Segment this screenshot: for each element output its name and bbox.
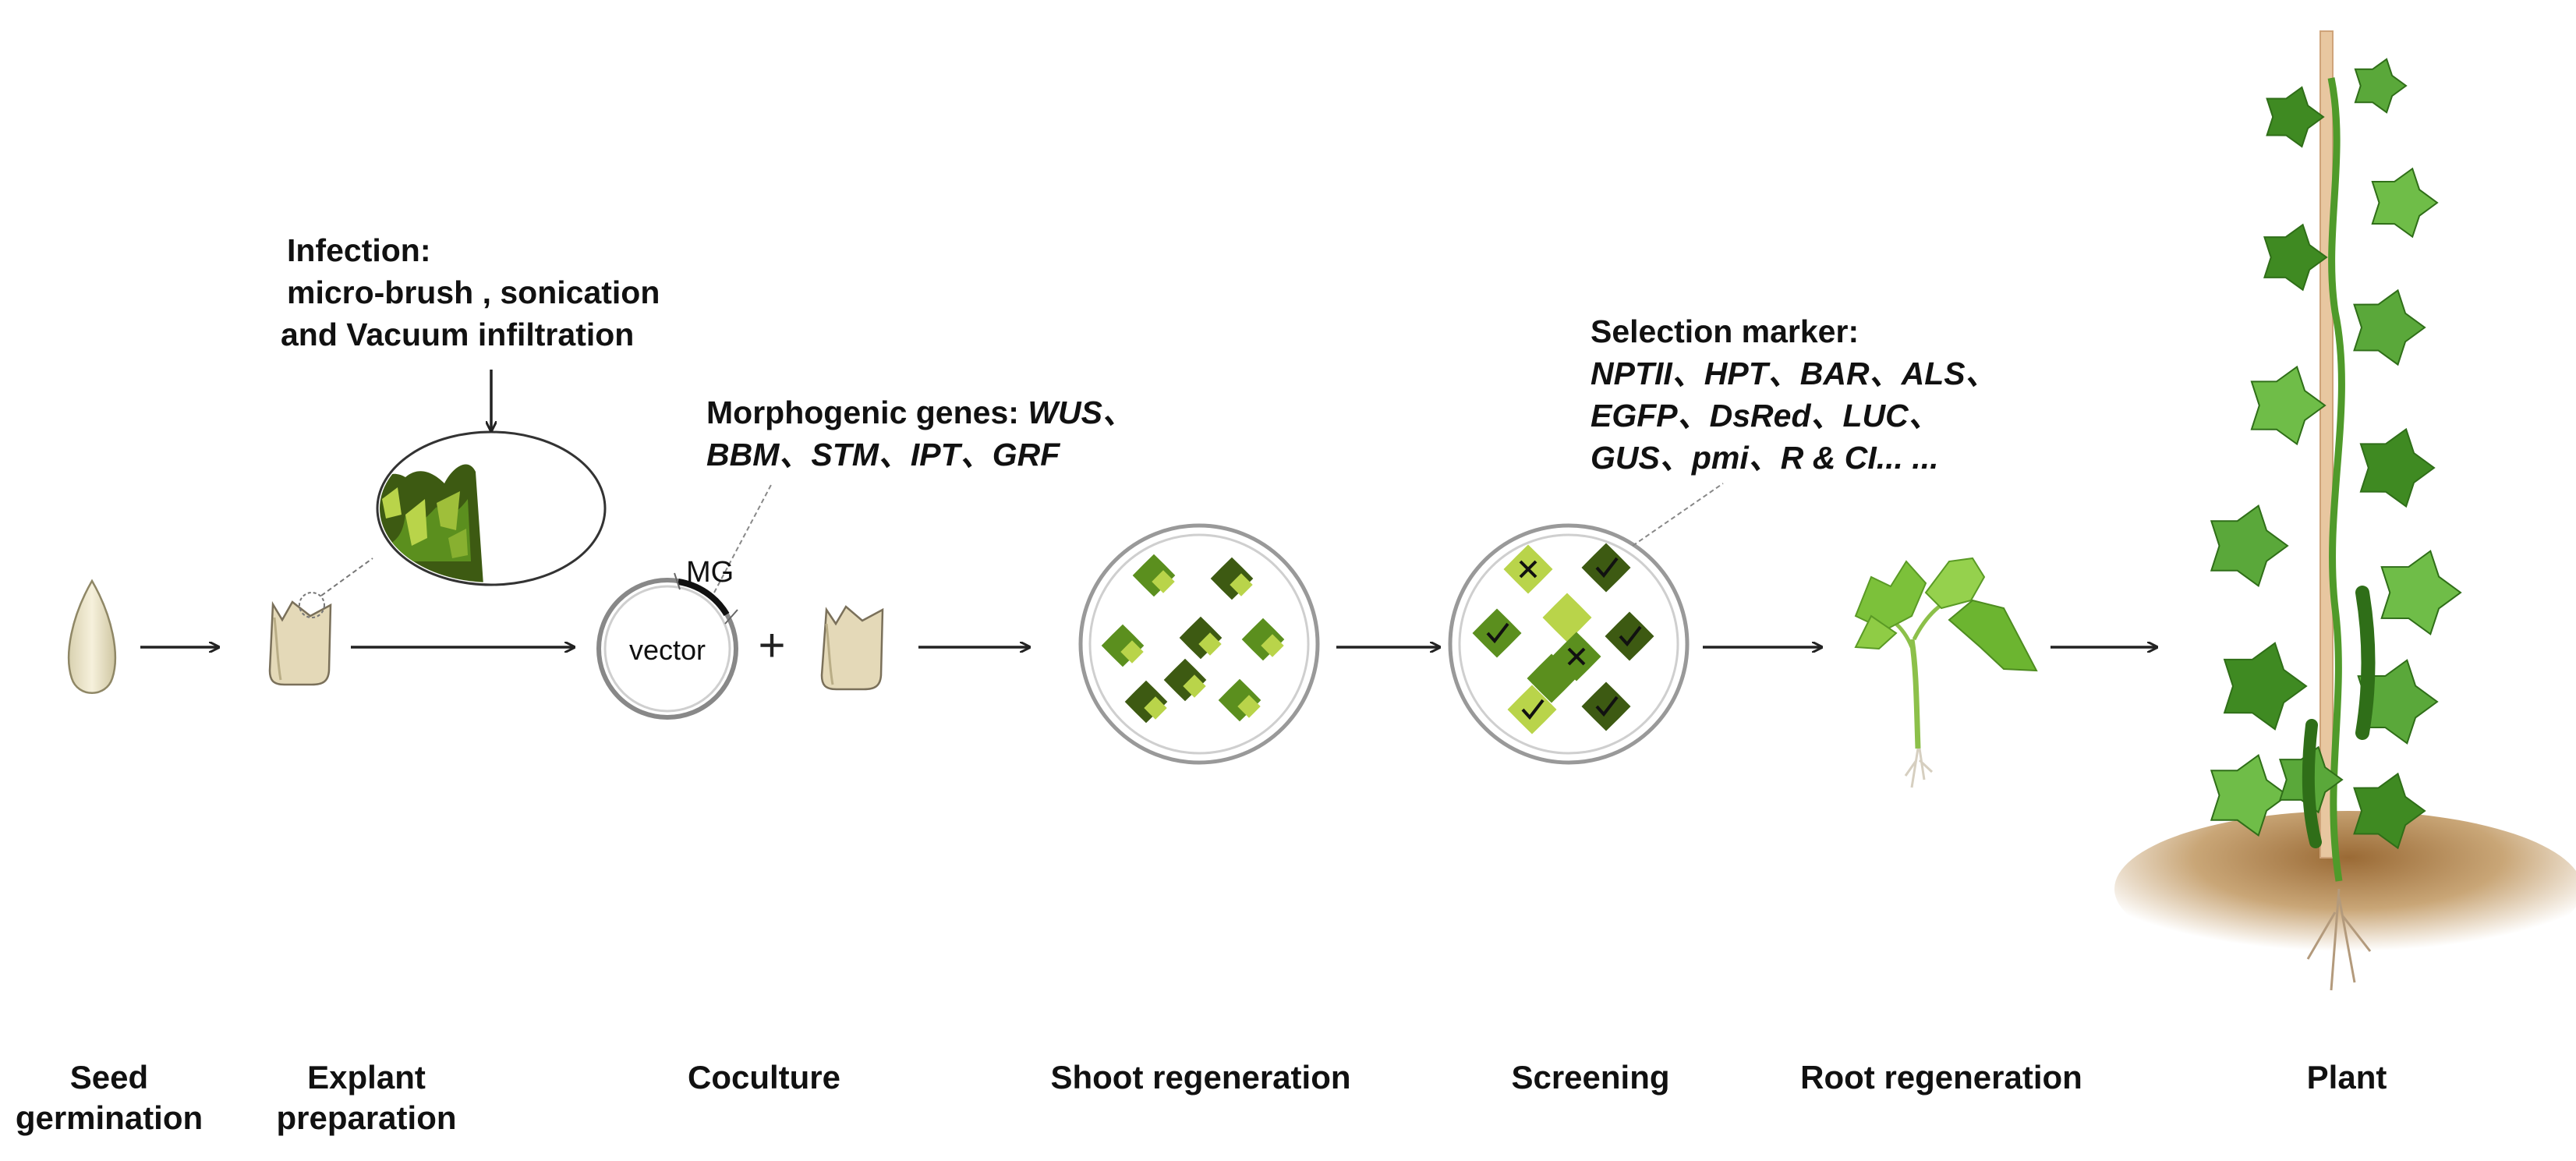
check-mark-icon <box>1521 699 1545 720</box>
plant-leaf-icon <box>2266 86 2325 148</box>
infection-methods-line1: micro-brush , sonication <box>287 274 660 310</box>
vector-plasmid-icon <box>596 578 738 720</box>
step-label-screening: Screening <box>1511 1059 1670 1096</box>
selection-markers-line3: GUS、pmi、R & CI... ... <box>1591 440 1939 476</box>
step-label-seed-germination: Seed germination <box>15 1059 203 1136</box>
plant-leaf-icon <box>2223 642 2308 731</box>
mg-insert-label: MG <box>686 556 734 589</box>
selection-leader-line <box>1632 483 1724 547</box>
check-mark-icon <box>1595 557 1619 579</box>
step-label-coculture: Coculture <box>687 1059 840 1096</box>
explant-coculture-icon <box>820 605 884 691</box>
plant-leaf-icon <box>2371 167 2439 239</box>
callus-shoot-highlight <box>1183 674 1206 698</box>
infection-magnified-view-icon <box>376 430 607 586</box>
plant-leaf-icon <box>2263 223 2328 292</box>
callus-shoot-highlight <box>1144 696 1167 720</box>
screened-shoot-cluster <box>1527 653 1576 703</box>
screened-shoot-cluster <box>1605 611 1654 661</box>
cross-mark-icon <box>1519 560 1537 579</box>
explant-icon <box>268 600 332 686</box>
selection-marker-annotation: Selection marker: NPTII、HPT、BAR、ALS、 EGF… <box>1591 310 1997 479</box>
callus-shoot-highlight <box>1198 632 1222 656</box>
screening-dish-icon <box>1448 523 1690 765</box>
check-mark-icon <box>1619 625 1642 647</box>
callus-shoot-highlight <box>1152 570 1175 593</box>
step-label-plant: Plant <box>2306 1059 2387 1096</box>
selection-markers-line2: EGFP、DsRed、LUC、 <box>1591 398 1941 434</box>
screened-shoot-cluster <box>1542 593 1592 642</box>
morphogenic-genes-line1: WUS、 <box>1028 395 1134 430</box>
cross-mark-icon <box>1567 647 1586 666</box>
plant-leaf-icon <box>2354 58 2408 114</box>
callus-shoot-highlight <box>1230 573 1253 596</box>
cucumber-fruit-icon <box>2302 719 2322 848</box>
callus-shoot-highlight <box>1261 634 1284 657</box>
explant-zoom-leader <box>299 557 373 618</box>
cucumber-fruit-icon <box>2355 586 2376 740</box>
callus-shoot-highlight <box>1237 695 1261 718</box>
screened-shoot-cluster <box>1581 543 1631 593</box>
callus-shoot-highlight <box>1120 640 1144 664</box>
check-mark-icon <box>1486 622 1509 644</box>
mg-leader-line <box>713 483 773 593</box>
step-label-explant-preparation: Explant preparation <box>276 1059 457 1136</box>
plant-leaf-icon <box>2353 288 2426 366</box>
plant-leaf-icon <box>2210 504 2289 588</box>
vector-tick-right <box>724 609 738 625</box>
infection-annotation: Infection: micro-brush , sonication and … <box>281 229 660 356</box>
check-mark-icon <box>1595 696 1619 717</box>
seed-icon <box>67 579 117 694</box>
morphogenic-genes-annotation: Morphogenic genes: WUS、 BBM、STM、IPT、GRF <box>706 391 1134 476</box>
rooted-seedling-icon <box>1854 557 2038 788</box>
selection-title: Selection marker: <box>1591 313 1859 349</box>
screened-shoot-cluster <box>1472 608 1522 658</box>
step-label-shoot-regeneration: Shoot regeneration <box>1050 1059 1351 1096</box>
selection-markers-line1: NPTII、HPT、BAR、ALS、 <box>1591 356 1997 391</box>
plus-operator: + <box>758 619 785 671</box>
infection-title: Infection: <box>287 232 431 268</box>
step-label-root-regeneration: Root regeneration <box>1800 1059 2082 1096</box>
plant-leaf-icon <box>2250 365 2327 446</box>
plant-leaf-icon <box>2353 772 2426 850</box>
infection-methods-line2: and Vacuum infiltration <box>281 317 635 352</box>
vector-label: vector <box>629 634 706 666</box>
mature-plant-icon <box>2114 30 2576 991</box>
plant-leaf-icon <box>2380 550 2462 635</box>
vector-tick-top <box>674 572 681 590</box>
screened-shoot-cluster <box>1507 685 1557 734</box>
plant-leaf-icon <box>2359 427 2436 508</box>
shoot-regeneration-dish-icon <box>1078 523 1320 765</box>
morphogenic-title: Morphogenic genes: <box>706 395 1019 430</box>
plant-leaf-icon <box>2210 753 2289 837</box>
morphogenic-genes-line2: BBM、STM、IPT、GRF <box>706 437 1060 473</box>
screened-shoot-cluster <box>1581 681 1631 731</box>
